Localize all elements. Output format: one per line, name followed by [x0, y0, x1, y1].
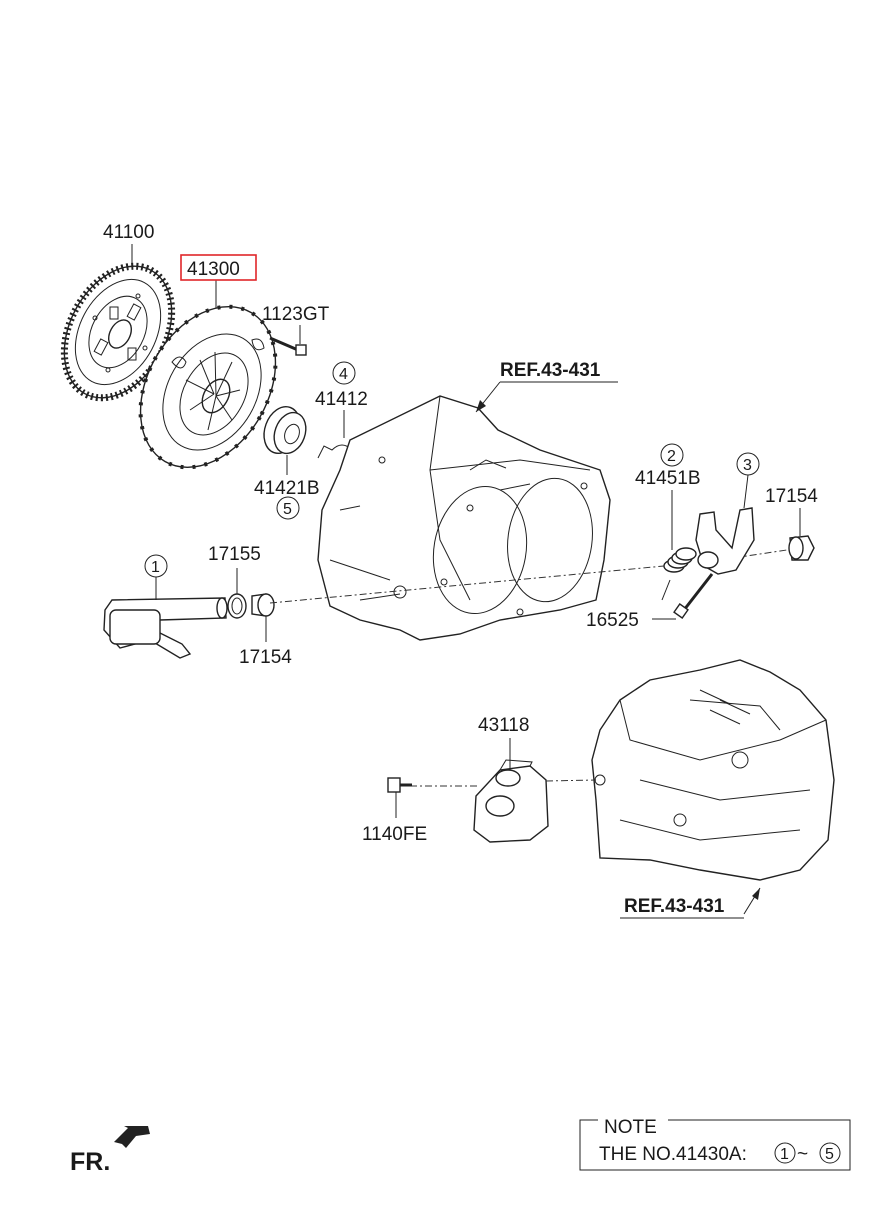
callout-4: 4 [339, 366, 348, 383]
front-direction-label: FR. [70, 1148, 110, 1176]
transaxle-case-upper [317, 395, 611, 641]
callout-circle-2 [660, 443, 684, 467]
highlight-box-41300 [180, 254, 257, 281]
label-17155: 17155 [208, 544, 261, 565]
label-17154-right: 17154 [765, 486, 818, 507]
spring-41451B[interactable] [663, 547, 697, 573]
label-41451B: 41451B [635, 468, 701, 489]
bolt-1123GT[interactable] [269, 336, 307, 356]
bolt-16525[interactable] [673, 573, 714, 619]
callout-5: 5 [283, 501, 292, 518]
label-41100: 41100 [103, 222, 154, 243]
bushing-17154-right[interactable] [788, 535, 815, 561]
note-text: THE NO.41430A: [599, 1144, 747, 1165]
label-16525: 16525 [586, 610, 639, 631]
note-range-end: 5 [825, 1146, 834, 1163]
note-range-sep: ~ [797, 1144, 808, 1165]
note-range-start: 1 [780, 1146, 789, 1163]
release-fork-shaft[interactable] [103, 597, 228, 659]
label-17154-left: 17154 [239, 647, 292, 668]
callout-1: 1 [151, 559, 160, 576]
callout-3: 3 [743, 457, 752, 474]
callout-2: 2 [667, 448, 676, 465]
clutch-disc-41100[interactable] [43, 248, 193, 417]
callout-circle-5 [276, 496, 300, 520]
oil-seal-17155[interactable] [227, 593, 247, 619]
ref-top[interactable]: REF.43-431 [500, 360, 601, 381]
ref-bottom[interactable]: REF.43-431 [624, 896, 725, 917]
label-43118: 43118 [478, 715, 529, 736]
transaxle-case-lower [591, 659, 835, 881]
label-1123GT: 1123GT [262, 304, 330, 325]
release-bearing-41421B[interactable] [258, 402, 311, 459]
note-title: NOTE [604, 1117, 657, 1138]
callout-circle-4 [332, 361, 356, 385]
bracket-43118[interactable] [473, 759, 549, 843]
front-direction-arrow-icon [114, 1126, 150, 1148]
bolt-1140FE[interactable] [387, 777, 412, 793]
release-fork[interactable] [695, 507, 755, 575]
clutch-cover-41300[interactable] [113, 283, 303, 492]
label-41421B: 41421B [254, 478, 320, 499]
label-41412: 41412 [315, 389, 368, 410]
note-box: NOTE THE NO.41430A: 1 ~ 5 [579, 1117, 851, 1171]
label-1140FE: 1140FE [362, 824, 427, 845]
bushing-17154-left[interactable] [251, 593, 275, 617]
label-41300: 41300 [187, 259, 240, 280]
